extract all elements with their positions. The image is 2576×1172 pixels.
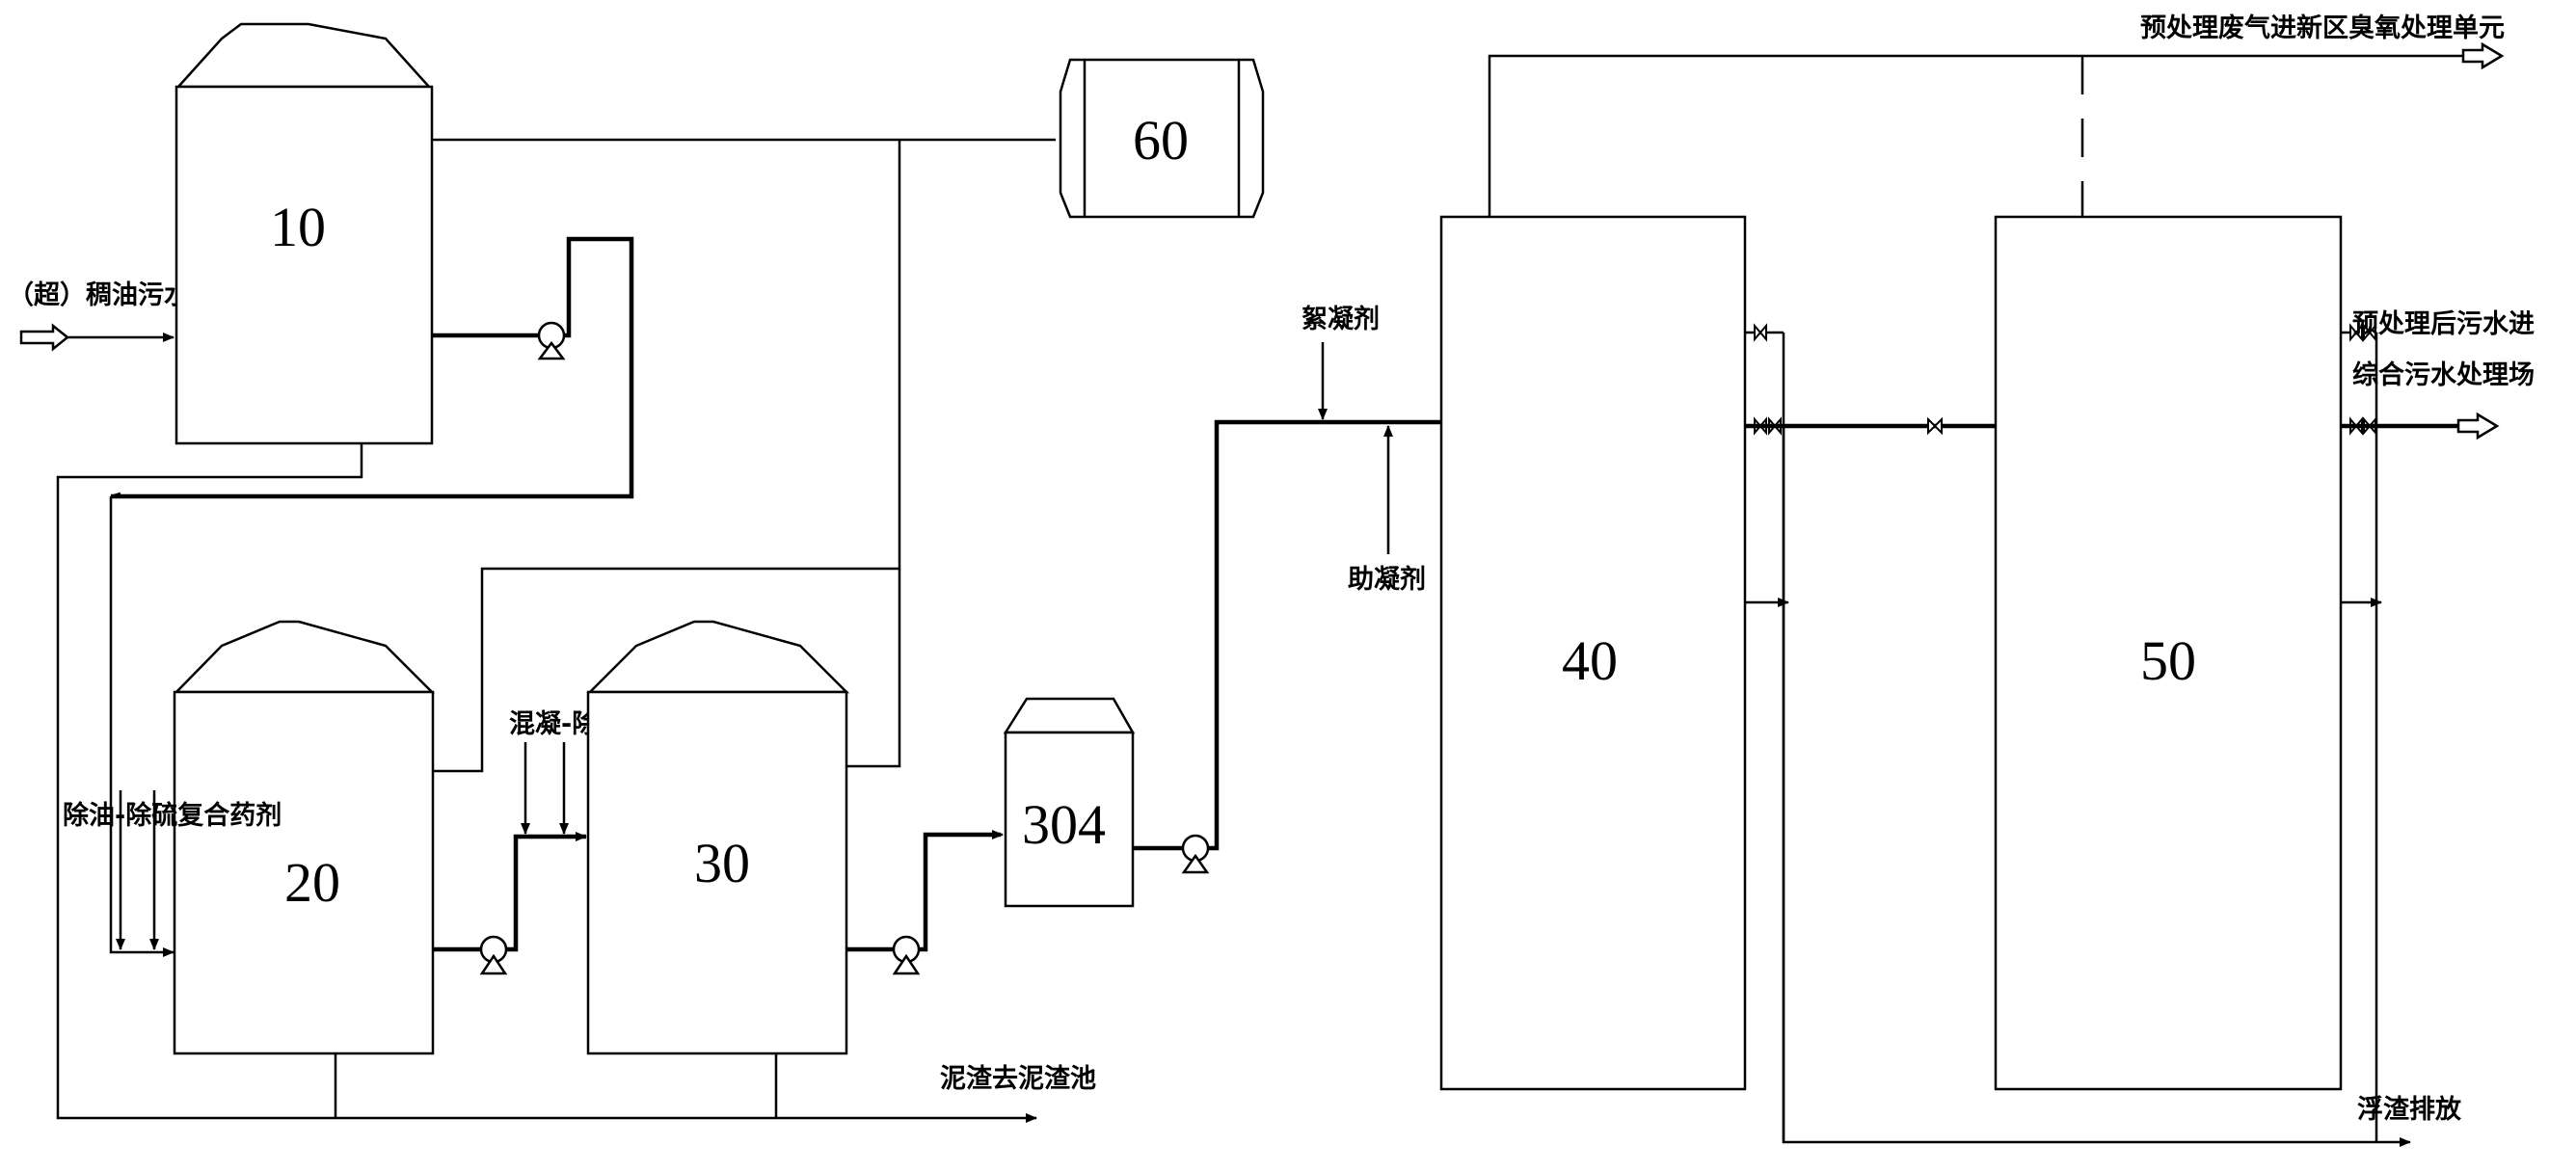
outlet-label-line2: 综合污水处理场 <box>2352 360 2535 390</box>
tank-20-label: 20 <box>284 851 340 914</box>
unit-60: 60 <box>1059 58 1265 219</box>
pipe-tip <box>110 492 121 498</box>
tank-50: 50 <box>1994 215 2343 1091</box>
tank-10: 10 <box>174 22 434 445</box>
tank-20: 20 <box>173 620 436 1055</box>
unit-304: 304 <box>1003 697 1136 908</box>
exhaust-line <box>1488 54 2463 217</box>
pump1-return-pipe <box>111 236 634 499</box>
tank-40: 40 <box>1439 215 1747 1091</box>
vent-30 <box>846 569 901 768</box>
pump4-to-40-pipe <box>1208 419 1441 851</box>
pump-3 <box>892 935 921 975</box>
inlet-arrow <box>19 323 70 352</box>
unit-60-label: 60 <box>1133 109 1189 172</box>
inlet-label: （超）稠油污水 <box>8 280 191 310</box>
outlet-arrow <box>2456 412 2500 440</box>
scum-label: 浮渣排放 <box>2357 1094 2462 1125</box>
sludge-label: 泥渣去泥渣池 <box>940 1064 1096 1094</box>
feed-to-20 <box>109 496 174 957</box>
unit-304-label: 304 <box>1022 793 1106 856</box>
coagulant-aid-label: 助凝剂 <box>1348 565 1426 595</box>
pump3-pipe <box>919 832 1001 952</box>
transfer-valve <box>1927 416 1943 436</box>
tank-40-label: 40 <box>1562 629 1618 692</box>
outlet-label-line1: 预处理后污水进 <box>2352 309 2535 339</box>
exhaust-arrow <box>2461 41 2505 70</box>
exhaust-gas-label: 预处理废气进新区臭氧处理单元 <box>2140 13 2505 43</box>
tank50-valve-upper <box>2341 323 2376 342</box>
tank-30: 30 <box>586 620 850 1055</box>
sludge-line <box>56 443 1037 1123</box>
flocculant-label: 絮凝剂 <box>1301 304 1380 334</box>
tank40-valve-upper <box>1745 323 1784 342</box>
pump2-pipe <box>506 834 586 952</box>
pump-2 <box>479 935 508 975</box>
tank-50-label: 50 <box>2140 629 2196 692</box>
tank-30-label: 30 <box>694 832 750 894</box>
vent-20 <box>433 140 901 773</box>
pump-1 <box>537 321 566 360</box>
pump-4 <box>1181 834 1210 874</box>
tank-10-label: 10 <box>270 196 326 258</box>
reagent-20-label: 除油-除硫复合药剂 <box>63 800 282 831</box>
